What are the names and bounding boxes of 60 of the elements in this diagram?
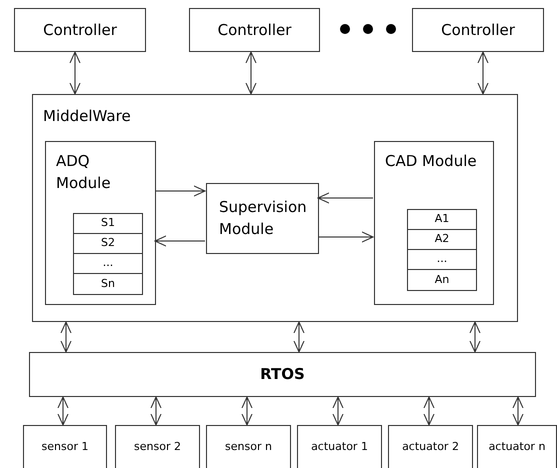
device-box	[297, 425, 382, 468]
node-label: RTOS	[260, 364, 305, 386]
module-box	[374, 141, 494, 305]
row-label: S1	[101, 215, 115, 232]
list-row	[73, 273, 143, 295]
arrow	[150, 396, 162, 426]
node-label: sensor 2	[134, 438, 181, 455]
list-row	[73, 233, 143, 254]
row-label: ...	[436, 251, 448, 268]
middleware-box	[32, 94, 518, 322]
arrow	[318, 232, 374, 242]
list-row	[407, 249, 477, 270]
row-label: ...	[102, 255, 114, 272]
arrow	[294, 322, 304, 352]
arrow	[58, 396, 68, 426]
arrow	[70, 52, 80, 94]
arrow	[246, 52, 256, 94]
node-label: sensor 1	[42, 438, 88, 455]
device-box	[388, 425, 473, 468]
row-label: A1	[434, 211, 450, 228]
node-label: Controller	[218, 20, 292, 41]
node-label: Supervision Module	[219, 198, 307, 238]
row-label: S2	[101, 235, 115, 252]
device-box	[477, 425, 557, 468]
controller-box	[189, 8, 320, 52]
node-label: Controller	[441, 20, 515, 41]
arrow	[424, 396, 434, 426]
arrow	[332, 396, 344, 426]
arrow	[478, 52, 488, 94]
node-label: actuator 2	[402, 438, 459, 455]
row-label: An	[434, 272, 450, 288]
arrow	[318, 192, 374, 204]
node-label: actuator n	[488, 438, 546, 455]
arrow	[242, 396, 252, 426]
node-label: MiddelWare	[43, 106, 131, 127]
controller-box	[412, 8, 544, 52]
list-row	[407, 269, 477, 291]
list-row	[407, 209, 477, 230]
rtos-bar	[29, 352, 536, 397]
list-row	[73, 213, 143, 234]
node-label: Controller	[43, 20, 117, 41]
list-row	[407, 229, 477, 250]
node-label: actuator 1	[311, 438, 368, 455]
device-box	[206, 425, 291, 468]
arrow	[154, 186, 206, 196]
node-label: ADQ Module	[56, 151, 112, 194]
row-label: A2	[434, 231, 450, 248]
arrow	[60, 322, 72, 352]
row-label: Sn	[101, 276, 115, 292]
module-box	[45, 141, 156, 305]
device-box	[23, 425, 107, 468]
arrow	[470, 322, 480, 352]
node-label: sensor n	[225, 438, 272, 455]
device-box	[115, 425, 200, 468]
arrow	[512, 396, 524, 426]
arrow	[154, 236, 206, 246]
list-row	[73, 253, 143, 274]
supervision-box	[206, 183, 319, 254]
controller-box	[14, 8, 146, 52]
node-label: CAD Module	[385, 151, 477, 172]
